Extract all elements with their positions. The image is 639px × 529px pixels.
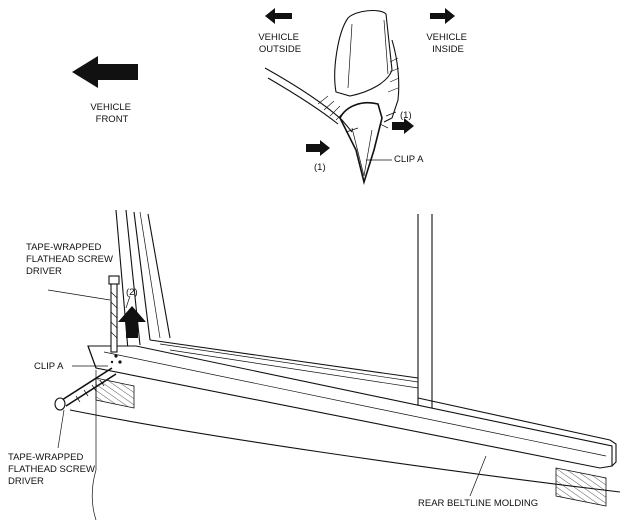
step-1-label-bottom: (1)	[314, 162, 326, 173]
screwdriver-bottom-icon	[54, 367, 117, 411]
screwdriver-top-icon	[108, 275, 120, 353]
vehicle-front-label: VEHICLE FRONT	[90, 102, 133, 125]
step-2-label: (2)	[126, 287, 138, 298]
door-assembly	[69, 209, 621, 521]
screwdriver-label-bottom: TAPE-WRAPPED FLATHEAD SCREW DRIVER	[8, 452, 98, 487]
clip-a-label-top: CLIP A	[394, 154, 424, 165]
step-1-label-top: (1)	[400, 110, 412, 121]
vehicle-outside-label: VEHICLE OUTSIDE	[258, 32, 301, 55]
rear-beltline-molding	[87, 345, 613, 469]
arrow-left-icon	[265, 8, 292, 24]
pry-up-arrow-icon	[118, 306, 146, 338]
window-glass	[334, 9, 393, 97]
push-arrow-left-icon	[392, 118, 414, 134]
molding-label: REAR BELTLINE MOLDING	[418, 498, 538, 509]
vehicle-inside-label: VEHICLE INSIDE	[426, 32, 469, 55]
vehicle-front-arrow-icon	[72, 56, 138, 88]
clip-a-marker	[114, 354, 118, 358]
cross-section-detail	[264, 8, 455, 185]
center-pillar	[417, 214, 433, 408]
clip-a-label-bottom: CLIP A	[34, 361, 64, 372]
molding-section	[339, 102, 383, 185]
arrow-right-icon	[430, 8, 455, 24]
leader-lines	[47, 111, 487, 497]
section-hatch-left	[95, 377, 135, 409]
screwdriver-label-top: TAPE-WRAPPED FLATHEAD SCREW DRIVER	[26, 242, 116, 277]
section-hatch-right	[555, 467, 607, 507]
push-arrow-right-icon	[306, 140, 330, 156]
